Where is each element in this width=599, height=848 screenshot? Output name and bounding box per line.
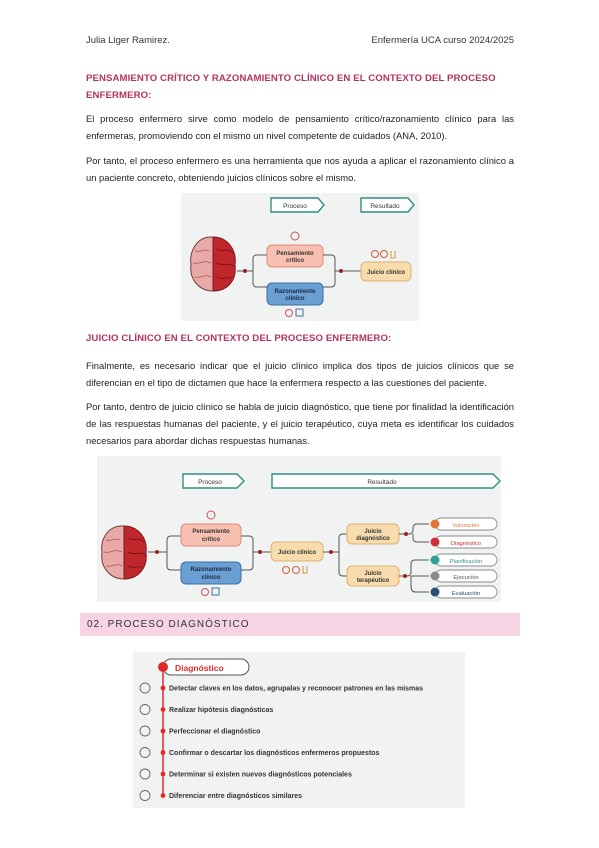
- diagnostico-step: Realizar hipótesis diagnósticas: [169, 707, 273, 714]
- lightbulb-icon: [139, 704, 151, 715]
- resultado-label: Resultado: [367, 479, 397, 486]
- section-title-juicio: JUICIO CLÍNICO EN EL CONTEXTO DEL PROCES…: [86, 333, 392, 344]
- juicio-diagnostico-label-1: Juicio: [364, 529, 382, 535]
- paragraph-dos-tipos: Finalmente, es necesario indicar que el …: [86, 360, 514, 388]
- paragraph-diagnostico-terapeutico: Por tanto, dentro de juicio clínico se h…: [86, 401, 514, 446]
- razonamiento-label-2: clínico: [201, 575, 220, 581]
- juicio-terapeutico-label-1: Juicio: [364, 571, 382, 577]
- diagnostico-step: Confirmar o descartar los diagnósticos e…: [169, 750, 380, 757]
- clipboard-icon: [139, 682, 151, 694]
- search-icon: [292, 566, 300, 574]
- diagnostico-step: Perfeccionar el diagnóstico: [169, 729, 260, 736]
- diagram-proceso-diagnostico: Diagnóstico Detectar claves en los datos…: [133, 652, 465, 808]
- list-bullet: [160, 771, 166, 777]
- razonamiento-label-1: Razonamiento: [190, 567, 231, 573]
- pensamiento-label-1: Pensamiento: [192, 529, 230, 535]
- people-icon: [201, 588, 209, 596]
- search-icon: [380, 250, 388, 258]
- svg-text:Planificación: Planificación: [450, 559, 483, 565]
- target-icon: [371, 250, 379, 258]
- razonamiento-label-1: Razonamiento: [274, 289, 315, 295]
- building-icon: [295, 308, 304, 317]
- list-bullet: [160, 750, 166, 755]
- paragraph-modelo: El proceso enfermero sirve como modelo d…: [86, 113, 514, 141]
- diagram-razonamiento: Proceso Resultado Pensamiento crítico Ra…: [181, 193, 419, 321]
- juicio-terapeutico-label-2: terapéutico: [357, 578, 390, 584]
- svg-text:Ejecución: Ejecución: [453, 575, 478, 581]
- juicio-label: Juicio clínico: [278, 550, 316, 556]
- pensamiento-label-1: Pensamiento: [276, 251, 314, 257]
- proceso-label: Proceso: [198, 479, 222, 486]
- section-title-pensamiento: PENSAMIENTO CRÍTICO Y RAZONAMIENTO CLÍNI…: [86, 73, 496, 101]
- diagram-juicio-clinico: Proceso Resultado Pensamiento crítico Ra…: [97, 456, 501, 602]
- proceso-label: Proceso: [283, 203, 307, 210]
- brain-icon: [190, 236, 236, 292]
- target-icon: [282, 566, 290, 574]
- building-icon: [211, 587, 220, 596]
- diagnostico-step: Diferenciar entre diagnósticos similares: [169, 793, 302, 800]
- paragraph-herramienta: Por tanto, el proceso enfermero es una h…: [86, 155, 514, 183]
- resultado-label: Resultado: [370, 203, 400, 210]
- planificacion-item: Planificación: [430, 553, 498, 567]
- list-bullet: [160, 707, 166, 712]
- people-compare-icon: [139, 790, 151, 801]
- magnifier-icon: [139, 725, 151, 737]
- svg-text:Evaluación: Evaluación: [452, 591, 480, 597]
- hand-icon: [302, 566, 308, 574]
- list-bullet: [160, 793, 166, 798]
- diagnostico-item: Diagnóstico: [430, 535, 498, 549]
- list-bullet: [160, 728, 166, 734]
- bulb-icon: [206, 510, 216, 520]
- svg-text:Valoración: Valoración: [453, 523, 480, 529]
- header-course: Enfermería UCA curso 2024/2025: [371, 35, 514, 46]
- section-band-proceso-diagnostico: 02. PROCESO DIAGNÓSTICO: [80, 613, 520, 636]
- diagnostico-step: Determinar si existen nuevos diagnóstico…: [169, 772, 352, 779]
- diagnostico-step: Detectar claves en los datos, agrupalas …: [169, 686, 423, 693]
- diagnostico-title: Diagnóstico: [175, 663, 224, 673]
- section-title-proceso-diagnostico: 02. PROCESO DIAGNÓSTICO: [87, 619, 250, 630]
- ejecucion-item: Ejecución: [430, 569, 498, 583]
- svg-text:Diagnóstico: Diagnóstico: [451, 541, 481, 547]
- people-network-icon: [139, 768, 151, 780]
- evaluacion-item: Evaluación: [430, 585, 498, 599]
- valoracion-item: Valoración: [430, 517, 498, 531]
- bulb-icon: [290, 231, 300, 241]
- pensamiento-label-2: crítico: [202, 537, 220, 543]
- razonamiento-label-2: clínico: [285, 296, 304, 302]
- people-icon: [285, 309, 293, 317]
- juicio-label: Juicio clínico: [367, 270, 405, 276]
- header-author: Julia Liger Ramirez.: [86, 35, 170, 46]
- person-check-icon: [139, 747, 151, 758]
- list-bullet: [160, 685, 166, 691]
- brain-icon: [101, 525, 147, 580]
- juicio-diagnostico-label-2: diagnóstico: [356, 536, 390, 542]
- hand-icon: [390, 251, 396, 259]
- pensamiento-label-2: crítico: [286, 258, 304, 264]
